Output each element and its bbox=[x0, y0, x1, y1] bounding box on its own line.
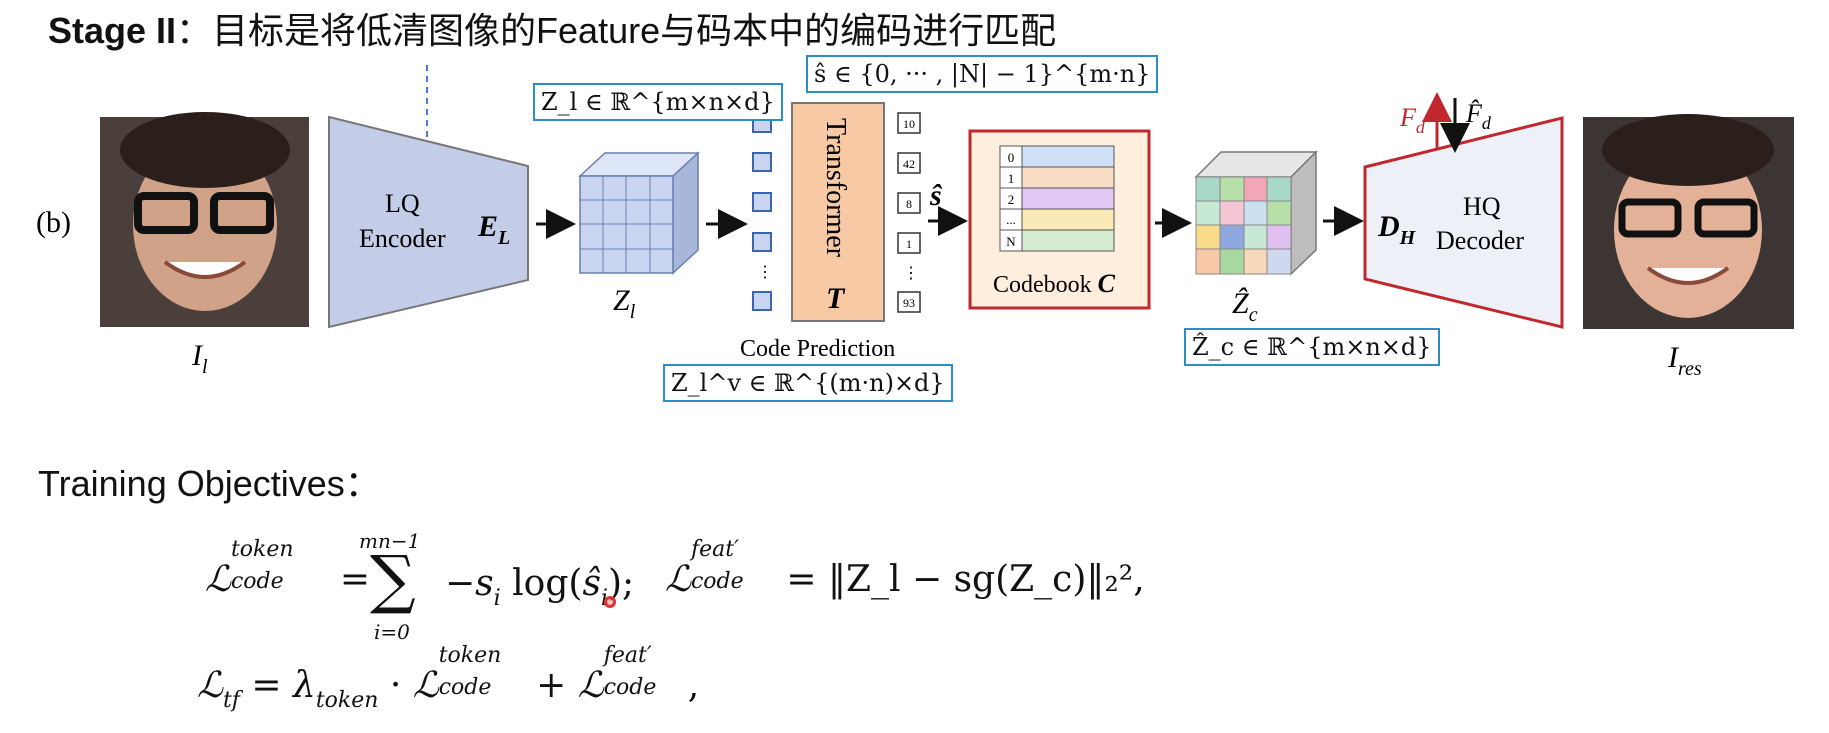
codebook-row-4: N bbox=[1006, 234, 1016, 249]
zc-dimension-box: Ẑ_c ∈ ℝ^{m×n×d} bbox=[1184, 328, 1440, 366]
zc-label: Ẑc bbox=[1232, 287, 1258, 326]
feature-loss-rhs: = ‖Z_l − sg(Z_c)‖₂², bbox=[786, 559, 1145, 600]
encoder-line2: Encoder bbox=[359, 224, 446, 253]
codebook-table: 0 1 2 ... N bbox=[999, 145, 1115, 252]
code-3: 1 bbox=[906, 237, 912, 251]
stage-label: Stage II bbox=[48, 10, 177, 51]
zlv-dimension-box: Z_l^v ∈ ℝ^{(m·n)×d} bbox=[663, 364, 953, 402]
code-1: 42 bbox=[903, 157, 915, 171]
sum-lower-limit: i=0 bbox=[374, 620, 410, 644]
encoder-line1: LQ bbox=[385, 189, 420, 218]
code-0: 10 bbox=[903, 117, 915, 131]
transformer-label: Transformer bbox=[820, 118, 851, 258]
transformer-block bbox=[791, 102, 885, 322]
zl-feature-cube bbox=[578, 151, 700, 275]
panel-label: (b) bbox=[36, 206, 71, 239]
codebook-label: Codebook C bbox=[993, 269, 1116, 298]
training-objectives-heading: Training Objectives： bbox=[38, 463, 381, 504]
zl-label: Zl bbox=[613, 284, 636, 323]
input-face-image bbox=[100, 112, 309, 327]
stage-description: ：目标是将低清图像的Feature与码本中的编码进行匹配 bbox=[176, 10, 1057, 51]
codebook-row-2: 2 bbox=[1008, 192, 1015, 207]
shat-range-box: ŝ ∈ {0, ··· , |N| − 1}^{m·n} bbox=[806, 55, 1159, 93]
decoder-line2: Decoder bbox=[1436, 226, 1524, 255]
codebook-row-0: 0 bbox=[1008, 150, 1015, 165]
svg-text:⋮: ⋮ bbox=[903, 265, 919, 282]
output-label: Ires bbox=[1667, 341, 1702, 380]
sum-symbol: ∑ bbox=[370, 543, 416, 617]
zc-feature-cube bbox=[1194, 150, 1318, 276]
page-title: Stage II：目标是将低清图像的Feature与码本中的编码进行匹配 bbox=[48, 2, 1056, 54]
pipeline-diagram: (b) Il LQ Encoder EL Zl ⋮ bbox=[36, 65, 1794, 380]
fdhat-label: F̂d bbox=[1465, 99, 1492, 133]
shat-label: ŝ bbox=[929, 179, 943, 212]
decoder-symbol: DH bbox=[1377, 210, 1417, 249]
code-4: 93 bbox=[903, 296, 915, 310]
hq-decoder bbox=[1363, 116, 1564, 329]
code-prediction-label: Code Prediction bbox=[740, 336, 895, 362]
code-2: 8 bbox=[906, 197, 912, 211]
codebook-row-1: 1 bbox=[1008, 171, 1015, 186]
pointer-cursor-dot bbox=[604, 596, 616, 608]
lq-encoder bbox=[328, 115, 529, 329]
codebook-row-3: ... bbox=[1006, 212, 1016, 227]
output-face-image bbox=[1583, 114, 1794, 329]
fd-label: Fd bbox=[1399, 103, 1426, 137]
decoder-line1: HQ bbox=[1463, 192, 1501, 221]
predicted-code-column: 10 42 8 1 ⋮ 93 bbox=[897, 112, 921, 313]
zl-dimension-box: Z_l ∈ ℝ^{m×n×d} bbox=[533, 83, 783, 121]
sum-upper-limit: mn−1 bbox=[359, 529, 421, 553]
transformer-symbol: T bbox=[826, 282, 846, 315]
svg-text:⋮: ⋮ bbox=[757, 264, 773, 281]
zlv-token-column: ⋮ bbox=[752, 113, 773, 311]
encoder-symbol: EL bbox=[477, 210, 510, 249]
token-loss-rhs: −si log(ŝi); bbox=[445, 563, 635, 611]
input-label: Il bbox=[191, 339, 208, 378]
